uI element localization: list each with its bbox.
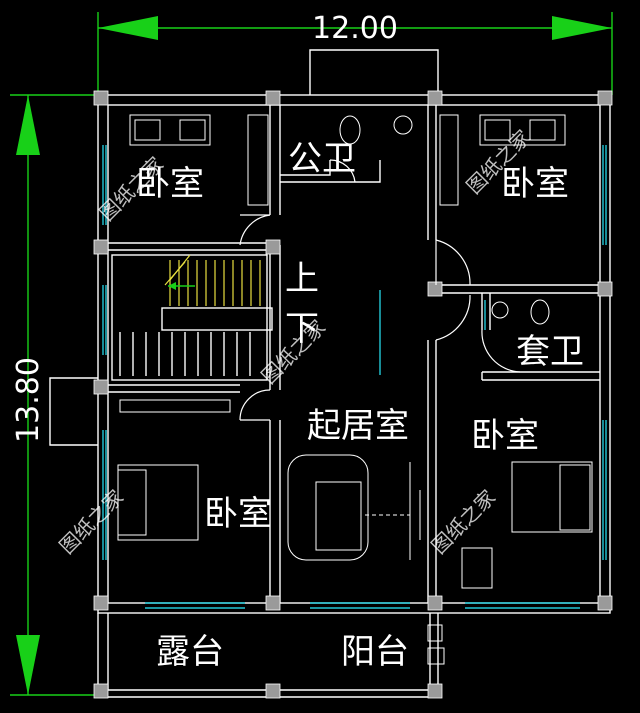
stair-arrow-icon (168, 282, 176, 290)
room-label-living-room: 起居室 (307, 406, 409, 446)
toilet-icon (339, 115, 361, 145)
bed-icon (129, 114, 211, 146)
bed-icon (511, 461, 593, 533)
arrow-down-icon (16, 635, 40, 695)
room-label-bedroom-left: 卧室 (204, 494, 272, 534)
staircase (111, 254, 273, 381)
arrow-left-icon (98, 16, 158, 40)
wardrobe-icon (439, 114, 459, 206)
bed-icon (479, 114, 566, 146)
coffee-table-icon (315, 481, 362, 551)
room-label-bedroom-top-left: 卧室 (136, 164, 204, 204)
bed-icon (117, 464, 199, 541)
height-dimension-label: 13.80 (11, 357, 46, 443)
doors (239, 159, 521, 421)
room-label-stair-down: 下 (285, 309, 319, 349)
dimension-left: 13.80 (10, 94, 95, 696)
structural-columns (93, 90, 613, 699)
room-labels: 卧室 公卫 卧室 上 下 套卫 起居室 卧室 卧室 露台 阳台 (136, 139, 584, 672)
arrow-right-icon (552, 16, 612, 40)
room-label-bedroom-top-right: 卧室 (501, 164, 569, 204)
room-label-ensuite-bath: 套卫 (516, 332, 584, 372)
watermark-text: 图纸之家 (55, 485, 129, 559)
sofa-icon (287, 454, 369, 561)
windows (102, 145, 607, 609)
room-label-public-bath: 公卫 (288, 139, 356, 179)
wardrobe-icon (247, 114, 269, 206)
room-label-stair-up: 上 (285, 259, 319, 299)
room-label-terrace: 露台 (156, 632, 224, 672)
room-label-balcony: 阳台 (341, 632, 409, 672)
dimension-top: 12.00 (97, 11, 613, 95)
furniture (117, 114, 593, 665)
width-dimension-label: 12.00 (312, 11, 398, 46)
watermarks: 图纸之家 图纸之家 图纸之家 图纸之家 图纸之家 (55, 125, 536, 559)
interior-walls (108, 105, 600, 603)
toilet-icon (530, 299, 550, 325)
washer-icon (427, 647, 445, 665)
room-label-bedroom-right: 卧室 (471, 416, 539, 456)
sink-icon (393, 115, 413, 135)
sink-icon (491, 301, 509, 319)
arrow-up-icon (16, 95, 40, 155)
